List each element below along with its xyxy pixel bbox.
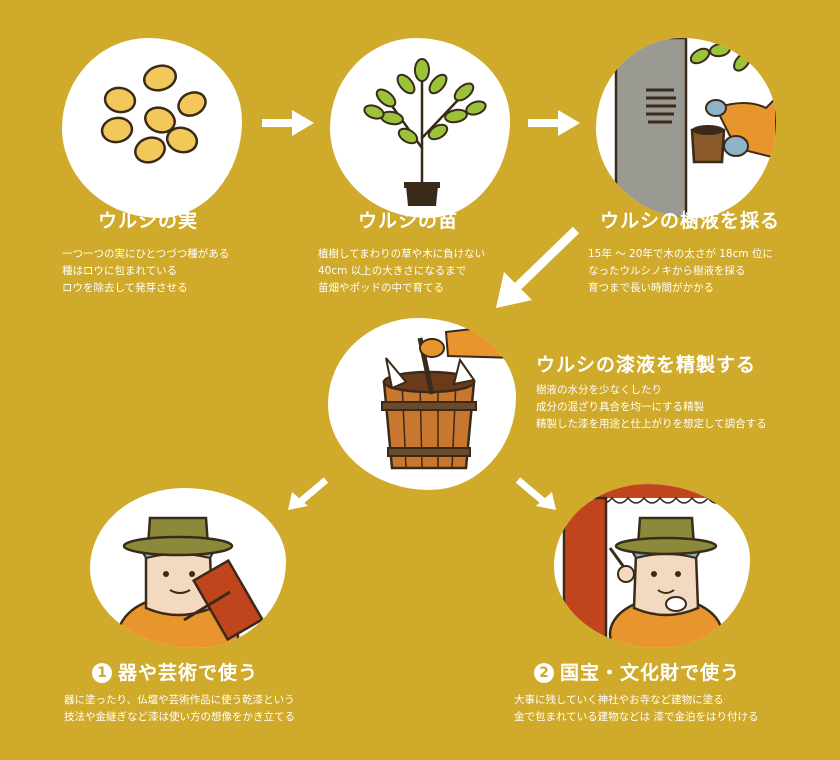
arrow-right-icon (262, 110, 314, 136)
refining-illustration (328, 318, 516, 490)
artisan-painting-icon (116, 516, 265, 648)
sap-harvest-illustration (596, 38, 776, 218)
step-title-seeds: ウルシの実 (98, 210, 199, 232)
use-desc-art: 器に塗ったり、仏壇や芸術作品に使う乾漆という 技法や金継ぎなど漆は使い方の想像を… (64, 694, 295, 723)
step-desc-seeds: 一つ一つの実にひとつづつ種がある 種はロウに包まれている ロウを除去して発芽させ… (62, 248, 230, 294)
sap-harvest-icon (614, 38, 776, 218)
use-desc-heritage: 大事に残していく神社やお寺など建物に塗る 金で包まれている建物などは 漆で金泊を… (514, 694, 759, 723)
artisan-building-illustration (554, 484, 750, 648)
seedling-illustration (330, 38, 510, 218)
seeds-illustration (62, 38, 242, 218)
refining-tub-icon (381, 322, 516, 470)
arrow-down-left-icon (496, 226, 580, 308)
number-badge: 1 (92, 663, 112, 683)
seeds-icon (100, 64, 207, 164)
arrow-down-right-icon (515, 477, 556, 510)
arrow-down-left-icon (288, 477, 329, 510)
number-badge: 2 (534, 663, 554, 683)
step-desc-refining: 樹液の水分を少なくしたり 成分の混ざり具合を均一にする精製 精製した漆を用途と仕… (536, 384, 767, 430)
step-title-seedling: ウルシの苗 (358, 210, 459, 232)
seedling-icon (363, 58, 487, 206)
artisan-painting-illustration (90, 488, 286, 648)
artisan-building-icon (554, 484, 750, 648)
step-title-refining: ウルシの漆液を精製する (536, 354, 757, 376)
arrow-right-icon (528, 110, 580, 136)
step-title-sap: ウルシの樹液を採る (600, 210, 781, 232)
step-desc-sap: 15年 〜 20年で木の太さが 18cm 位に なったウルシノキから樹液を採る … (588, 248, 773, 294)
step-desc-seedling: 植樹してまわりの草や木に負けない 40cm 以上の大きさになるまで 苗畑やポッド… (318, 248, 486, 294)
